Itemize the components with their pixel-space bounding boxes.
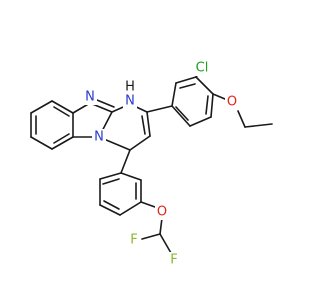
bond [119,201,142,216]
difluoromethoxy-oxygen-label: O [157,205,167,220]
bond [30,100,53,114]
bond [237,110,246,128]
bond [212,93,226,100]
bridgehead-nitrogen-atom: N [92,129,106,145]
ethoxy-oxygen-label: O [227,95,237,110]
imine-nitrogen-label: N [85,90,95,105]
bond [141,115,146,135]
fluorine-label-left: F [130,233,137,248]
bond [103,200,120,210]
nh-nitrogen-atom: H N [123,80,137,110]
molecule-canvas: N H N N Cl O O F F [30,60,273,268]
bond [51,136,74,150]
bond [141,233,161,240]
bond [99,172,122,180]
bond [175,76,197,84]
bond [129,135,151,151]
imine-nitrogen-atom: N [83,89,97,105]
bond [53,133,70,144]
bond [120,172,142,181]
bridgehead-nitrogen-label: N [94,130,104,145]
bond [195,76,214,95]
nh-hydrogen-label: H [125,80,135,95]
nh-nitrogen-label: N [125,94,135,109]
bond [175,106,189,121]
structure-drawing: N H N N Cl O O F F [30,60,273,268]
bond [159,217,163,235]
bond [146,111,151,137]
fluorine-label-bottom: F [170,253,177,268]
bond [30,136,53,150]
bond [159,233,172,254]
bond [51,100,74,114]
bond [99,204,121,216]
atom-label-layer: N H N N Cl O O F F [83,60,239,268]
fluorine-atom-left: F [127,232,141,248]
bond [210,93,214,118]
chlorine-label: Cl [196,61,209,76]
bond [171,105,191,127]
bond [244,123,273,128]
bond [189,116,212,127]
bond [140,201,156,208]
bond [179,83,196,89]
bond [53,106,70,117]
bond [171,82,177,107]
bond [146,105,173,113]
bond [102,178,120,185]
bond [205,95,209,115]
chlorine-atom: Cl [192,60,212,76]
fluorine-atom-bottom: F [167,252,181,268]
difluoromethoxy-oxygen-atom: O [155,204,169,220]
bond [120,149,131,174]
ethoxy-oxygen-atom: O [225,94,239,110]
